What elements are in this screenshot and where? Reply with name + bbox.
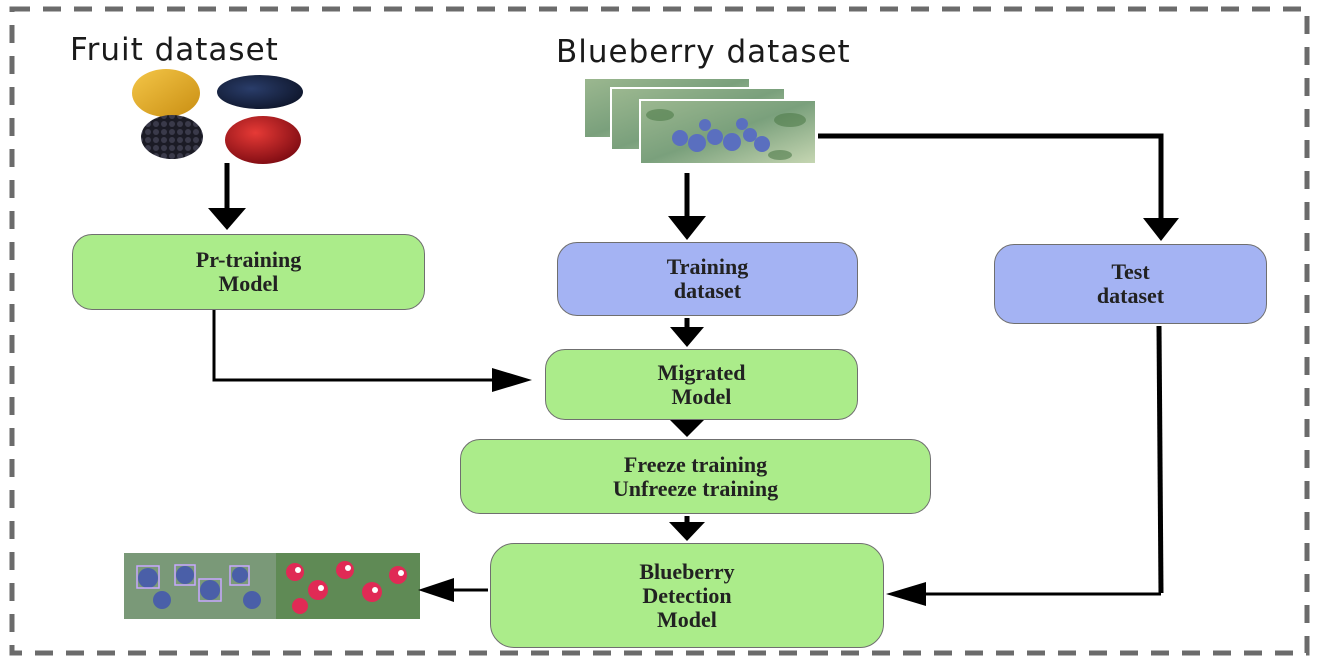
- migrated-model-box: Migrated Model: [545, 349, 858, 420]
- box-label-line: Migrated: [657, 359, 746, 385]
- arrowheads: [208, 208, 1179, 606]
- box-label-line: dataset: [673, 278, 742, 303]
- blueberry-dataset-title: Blueberry dataset: [556, 34, 851, 70]
- lemon-icon: [132, 69, 200, 117]
- fruit-images: [132, 69, 303, 164]
- freeze-training-box: Freeze training Unfreeze training: [460, 439, 931, 514]
- box-label-line: Unfreeze training: [612, 475, 779, 501]
- box-label-line: Test: [1111, 259, 1150, 284]
- box-label-line: dataset: [1096, 283, 1165, 308]
- test-dataset-box: Test dataset: [994, 244, 1267, 324]
- blueberry-detection-model-box: Blueberry Detection Model: [490, 543, 884, 648]
- box-label-line: Model: [671, 383, 732, 409]
- box-label-line: Blueberry: [639, 558, 735, 584]
- box-label-line: Detection: [642, 582, 732, 608]
- blueberry-photo-stack: [583, 77, 817, 165]
- box-label-line: Pr-training: [195, 247, 302, 272]
- dashed-frame: [9, 6, 1310, 656]
- fruit-dataset-title: Fruit dataset: [70, 32, 279, 68]
- box-label-line: Freeze training: [623, 451, 768, 477]
- box-label-line: Model: [657, 606, 717, 632]
- pretraining-model-box: Pr-training Model: [72, 234, 425, 310]
- blackberry-icon: [141, 115, 203, 159]
- blueberry-fruit-icon: [217, 75, 303, 109]
- detection-result-images: [124, 553, 420, 619]
- training-dataset-box: Training dataset: [557, 242, 858, 316]
- box-label-line: Model: [218, 271, 279, 296]
- box-label-line: Training: [666, 254, 749, 279]
- apple-icon: [225, 116, 301, 164]
